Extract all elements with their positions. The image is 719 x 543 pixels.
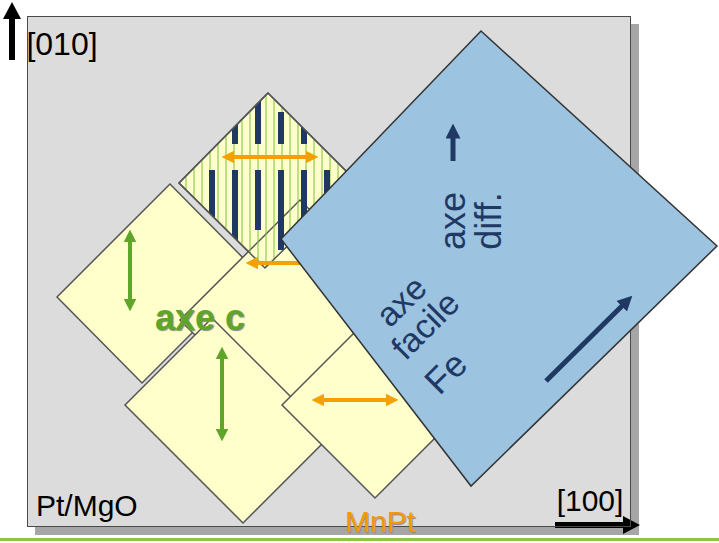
footer-rule — [0, 538, 719, 541]
hatch-line — [194, 90, 195, 270]
hatch-line — [266, 90, 267, 270]
axis-label: [100] — [557, 484, 624, 517]
hatch-line — [282, 90, 283, 270]
hatch-line — [242, 90, 243, 270]
hatch-bar — [324, 112, 330, 144]
axis-label: [010] — [26, 27, 97, 62]
axis-arrow-shaft — [9, 16, 15, 60]
axis-arrow — [451, 131, 456, 161]
hatch-line — [226, 90, 227, 270]
hatch-bar — [232, 170, 238, 240]
substrate-panel: axe facileFeaxe diff.Pt/MgO — [27, 16, 631, 527]
hatch-line — [186, 90, 187, 270]
axis-arrow-shaft — [555, 522, 624, 528]
hatch-line — [274, 90, 275, 270]
hatch-line — [234, 90, 235, 270]
moment-arrow — [318, 398, 392, 402]
c-axis-arrow — [220, 353, 224, 435]
substrate-label: Pt/MgO — [36, 491, 138, 521]
c-axis-label: axe c — [155, 298, 245, 338]
fe-layer — [281, 31, 717, 486]
fe-layer-diamond: axe facileFeaxe diff. — [281, 31, 717, 487]
c-axis-arrow — [128, 236, 132, 305]
hatch-bar — [209, 100, 215, 144]
hatch-line — [250, 90, 251, 270]
hatch-bar — [278, 112, 284, 144]
axis-label: axe diff. — [435, 166, 507, 276]
diamond-outline — [281, 31, 717, 487]
hatch-bar — [209, 170, 215, 250]
axis-arrow-head — [623, 516, 640, 534]
moment-arrow — [228, 155, 312, 159]
hatch-bar — [301, 100, 307, 144]
hatch-line — [218, 90, 219, 270]
hatch-bar — [255, 170, 261, 230]
hatch-line — [202, 90, 203, 270]
hatch-bar — [255, 100, 261, 144]
axis-arrow-head — [3, 2, 21, 19]
material-label: MnPt — [345, 505, 415, 538]
axis-arrow — [546, 301, 627, 381]
hatch-line — [258, 90, 259, 270]
